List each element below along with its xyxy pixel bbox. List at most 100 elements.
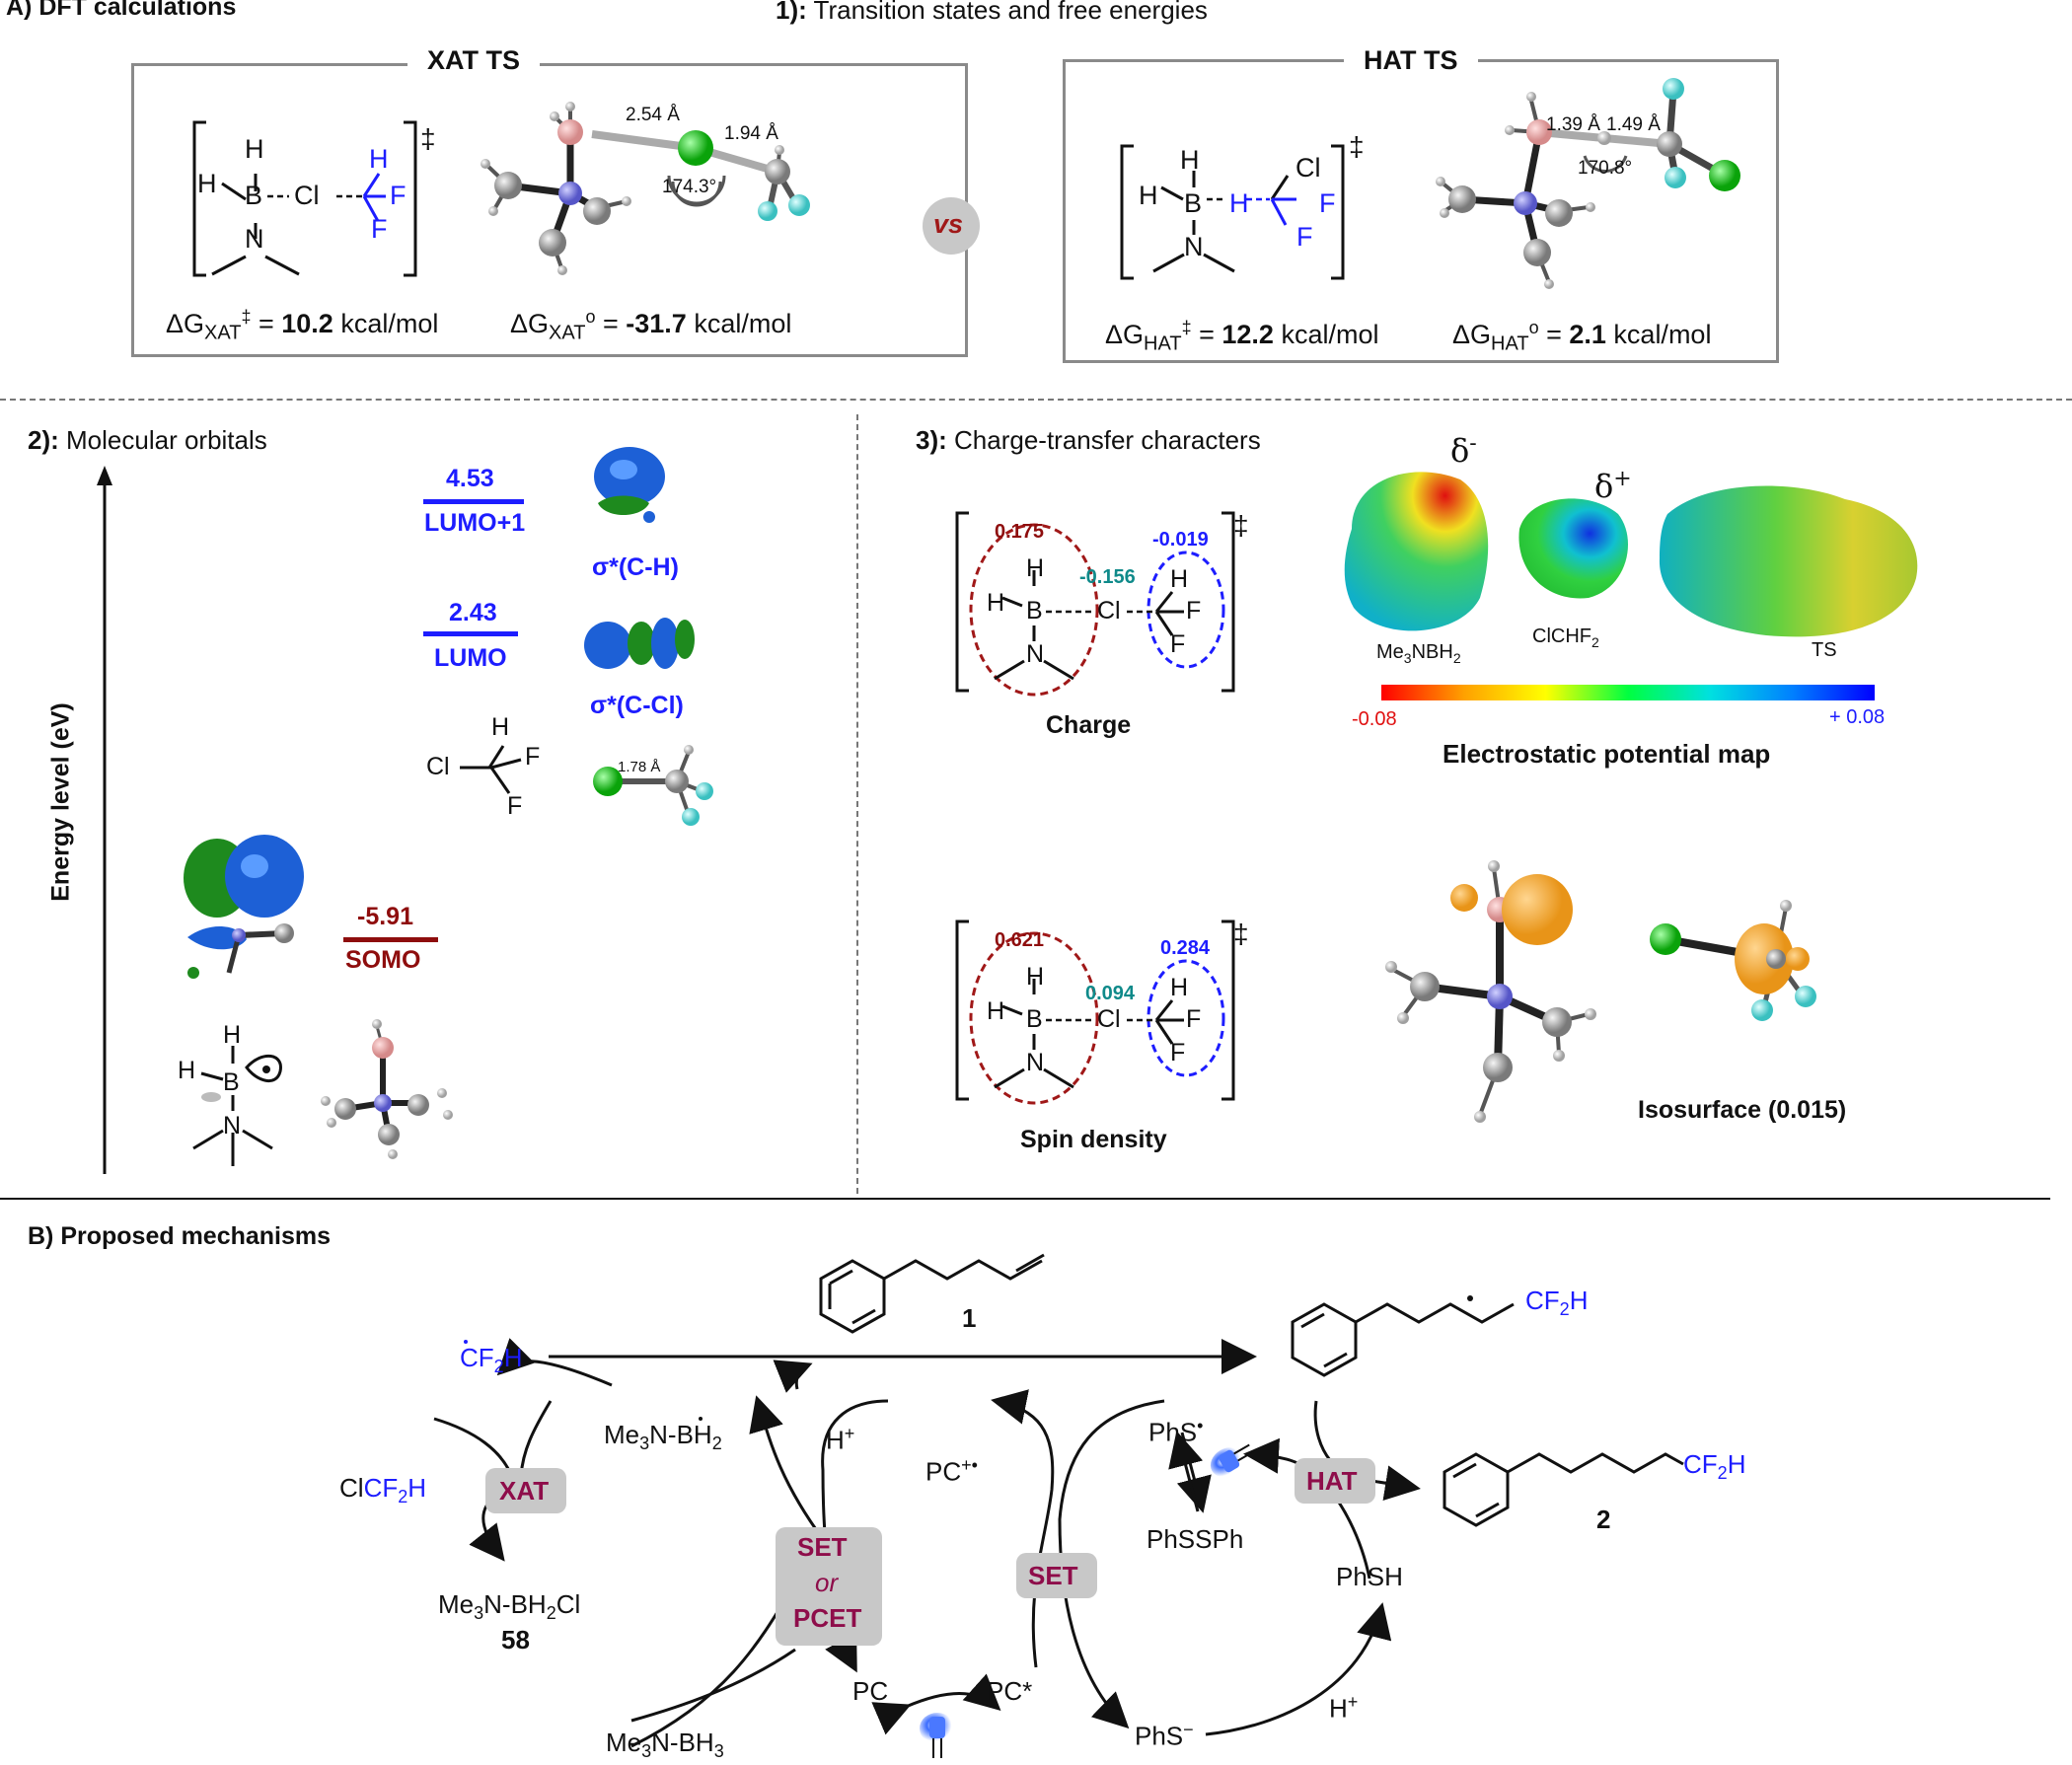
hat-dg0-sub: HAT bbox=[1491, 332, 1529, 355]
hat-step-label: HAT bbox=[1306, 1466, 1358, 1496]
me3nbh2cl-a: Me bbox=[438, 1589, 475, 1619]
mechanism-scheme bbox=[433, 1253, 1684, 1758]
hat-dist2: 1.49 Å bbox=[1606, 114, 1661, 135]
spin-n: N bbox=[1026, 1049, 1045, 1076]
product-cf2h-a: CF bbox=[1683, 1449, 1718, 1479]
me3nbh2-radical-sub1: 3 bbox=[639, 1434, 650, 1454]
esp-label-me3nbh2-d: 2 bbox=[1452, 650, 1461, 666]
section-3-text: Charge-transfer characters bbox=[954, 425, 1261, 455]
section-a-title: A) DFT calculations bbox=[6, 0, 237, 21]
product-cf2h: CF2H bbox=[1683, 1450, 1745, 1484]
hat-dg0-unit: kcal/mol bbox=[1613, 320, 1712, 349]
me3nbh2cl-sub2: 2 bbox=[546, 1603, 556, 1624]
set-pcet-label-3: PCET bbox=[793, 1603, 862, 1633]
xat-f1: F bbox=[390, 181, 407, 210]
esp-label-me3nbh2: Me3NBH2 bbox=[1376, 641, 1461, 666]
charge-f2: F bbox=[1170, 630, 1186, 658]
xat-3d-model bbox=[481, 102, 810, 275]
h-plus-1-sup: + bbox=[844, 1424, 855, 1443]
iso-caption: Isosurface (0.015) bbox=[1638, 1096, 1847, 1124]
isosurface-model bbox=[1385, 860, 1816, 1123]
esp-label-clchf2-b: 2 bbox=[1591, 634, 1599, 650]
hat-ts-title: HAT TS bbox=[1344, 45, 1478, 76]
hat-b: B bbox=[1184, 188, 1203, 218]
vs-text: vs bbox=[933, 209, 964, 239]
esp-color-scale bbox=[1381, 685, 1875, 700]
hat-dg-ts: ΔGHAT‡ = 12.2 kcal/mol bbox=[1105, 318, 1379, 355]
lumo-level bbox=[423, 631, 518, 636]
xat-dg0-unit: kcal/mol bbox=[694, 309, 792, 338]
cf2h-radical-sub: 2 bbox=[493, 1357, 504, 1377]
charge-dagger: ‡ bbox=[1233, 510, 1249, 541]
hat-dg0-value: 2.1 bbox=[1569, 320, 1606, 349]
hat-dg-ts-label: ΔG bbox=[1105, 320, 1145, 349]
pc-radical-cation-sup: +• bbox=[961, 1455, 978, 1475]
adduct-cf2h: CF2H bbox=[1525, 1287, 1588, 1320]
charge-h-top: H bbox=[1026, 554, 1045, 582]
hat-ts-structure bbox=[1120, 144, 1345, 280]
charge-f1: F bbox=[1186, 597, 1202, 625]
xat-dg0-label: ΔG bbox=[510, 309, 550, 338]
me3nbh2cl-sub1: 3 bbox=[474, 1603, 484, 1624]
esp-label-me3nbh2-c: NBH bbox=[1411, 641, 1453, 663]
spin-cl: Cl bbox=[1097, 1005, 1121, 1033]
lumo1-label: LUMO+1 bbox=[424, 509, 526, 537]
mo-clchf2-f2: F bbox=[507, 792, 523, 820]
lumo1-value: 4.53 bbox=[446, 465, 494, 492]
spin-b: B bbox=[1026, 1005, 1043, 1033]
charge-cl: Cl bbox=[1097, 597, 1121, 625]
cf2h-radical-dot bbox=[464, 1340, 468, 1344]
charge-caption: Charge bbox=[1046, 711, 1132, 739]
xat-step-pill bbox=[485, 1468, 566, 1513]
hat-n: N bbox=[1184, 232, 1204, 261]
clchf2-structure bbox=[460, 745, 522, 794]
divider-dashed-horizontal bbox=[0, 399, 2072, 401]
hat-dg-ts-sub: HAT bbox=[1144, 332, 1182, 355]
me3nbh3-sub1: 3 bbox=[641, 1741, 652, 1762]
section-1-heading: 1): Transition states and free energies bbox=[776, 0, 1208, 25]
charge-mid: -0.156 bbox=[1079, 566, 1136, 588]
lumo1-orbital: σ*(C-H) bbox=[592, 553, 679, 581]
me3nbh2-radical: Me3N-BH2 bbox=[604, 1421, 722, 1454]
me3nbh3-a: Me bbox=[606, 1728, 642, 1757]
lumo-value: 2.43 bbox=[449, 599, 497, 626]
hat-3d-model bbox=[1436, 78, 1740, 289]
pc-excited: PC* bbox=[987, 1676, 1033, 1706]
energy-axis-arrow bbox=[97, 466, 112, 1174]
lumo-label: LUMO bbox=[434, 644, 507, 672]
hat-h-top: H bbox=[1180, 145, 1200, 175]
spin-mid: 0.094 bbox=[1085, 983, 1136, 1004]
xat-dagger: ‡ bbox=[420, 123, 436, 154]
hat-dist1: 1.39 Å bbox=[1546, 114, 1600, 135]
xat-h-blue: H bbox=[369, 144, 389, 174]
lumo1-level bbox=[423, 499, 524, 504]
compound-2-label: 2 bbox=[1596, 1505, 1611, 1534]
delta-plus-sign: + bbox=[1613, 467, 1632, 491]
xat-dg-ts: ΔGXAT‡ = 10.2 kcal/mol bbox=[166, 307, 439, 344]
xat-ts-title: XAT TS bbox=[407, 45, 540, 76]
pc-ground: PC bbox=[852, 1676, 889, 1706]
charge-h-left: H bbox=[987, 589, 1005, 617]
phs-radical: PhS• bbox=[1148, 1416, 1203, 1446]
xat-angle: 174.3° bbox=[662, 177, 717, 197]
xat-h-top: H bbox=[245, 134, 264, 164]
hat-f1: F bbox=[1319, 188, 1336, 218]
lumo-orbital: σ*(C-Cl) bbox=[590, 692, 684, 719]
cf2h-radical-a: CF bbox=[460, 1343, 494, 1372]
xat-dg-ts-sub: XAT bbox=[204, 322, 242, 344]
hat-dg0-sup: o bbox=[1528, 318, 1539, 337]
delta-plus: δ+ bbox=[1594, 467, 1632, 504]
esp-caption: Electrostatic potential map bbox=[1443, 739, 1771, 769]
phssph: PhSSPh bbox=[1147, 1524, 1244, 1554]
adduct-cf2h-a: CF bbox=[1525, 1286, 1560, 1315]
me3nbh3-sub2: 3 bbox=[713, 1741, 724, 1762]
divider-solid bbox=[0, 1198, 2050, 1200]
compound-1-label: 1 bbox=[962, 1303, 977, 1333]
section-3-number: 3): bbox=[916, 425, 947, 455]
vs-badge bbox=[923, 197, 980, 255]
esp-label-ts: TS bbox=[1812, 639, 1837, 661]
me3nbh2-radical-dot bbox=[699, 1417, 703, 1421]
xat-dg0-value: -31.7 bbox=[626, 309, 687, 338]
hat-dagger: ‡ bbox=[1349, 131, 1365, 162]
adduct-cf2h-sub: 2 bbox=[1559, 1299, 1570, 1320]
